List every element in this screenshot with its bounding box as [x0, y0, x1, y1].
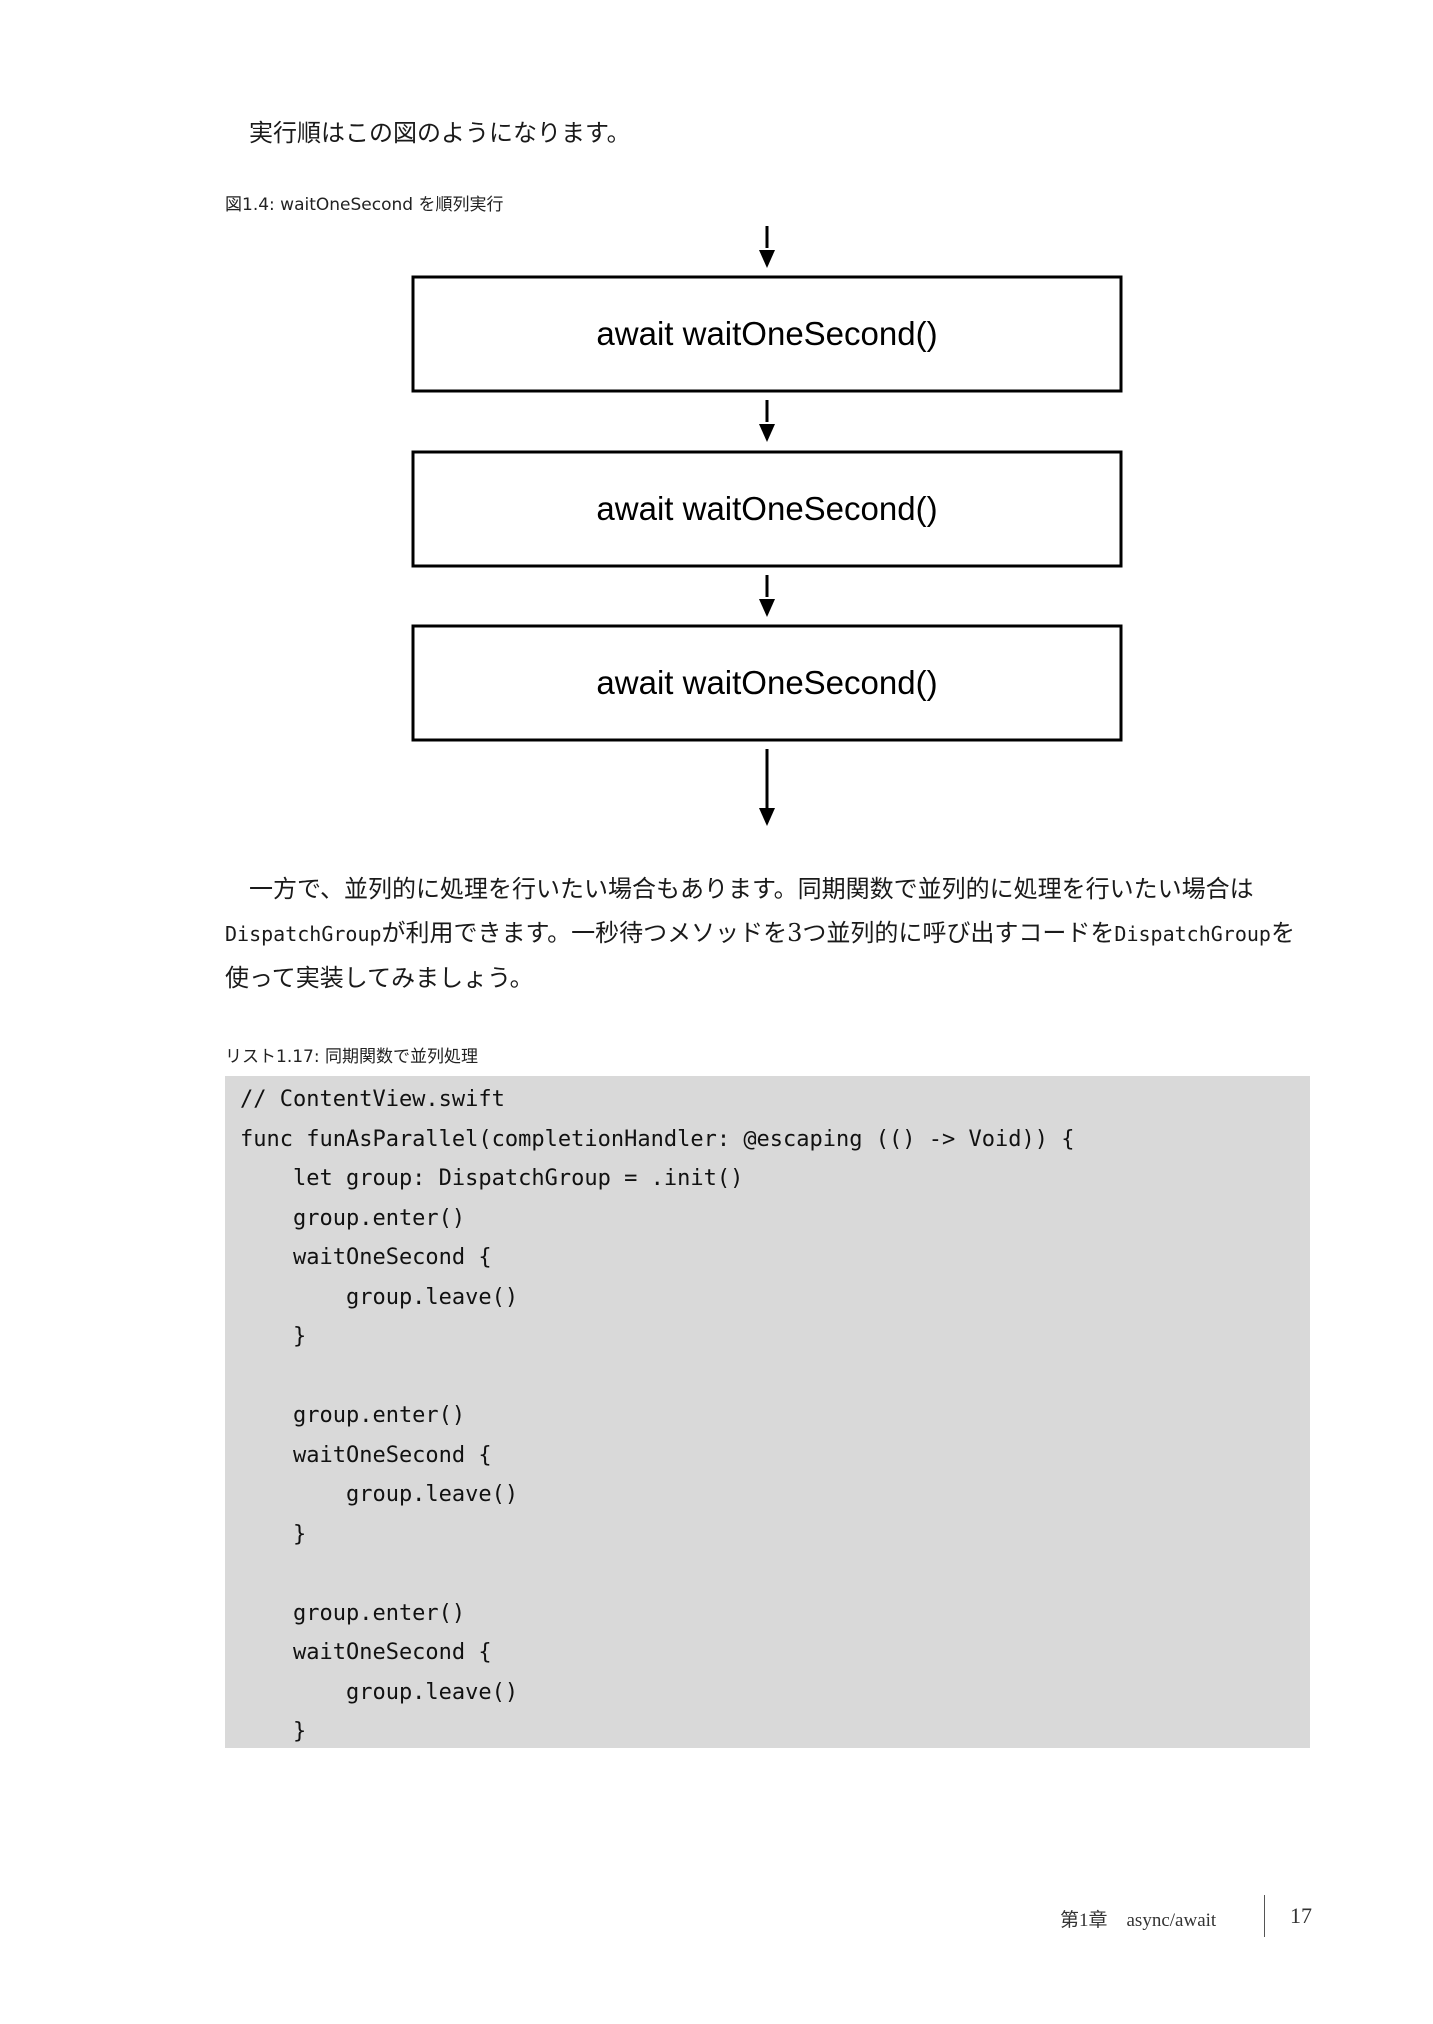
body-text-3: を使って実装してみましょう。	[225, 919, 1295, 992]
arrow-2-3	[759, 575, 775, 617]
code-line: group.leave()	[240, 1284, 519, 1310]
arrow-in	[759, 226, 775, 268]
body-text-1: 一方で、並列的に処理を行いたい場合もあります。同期関数で並列的に処理を行いたい場…	[249, 875, 1254, 903]
code-line: group.enter()	[240, 1600, 466, 1626]
code-line	[240, 1357, 1310, 1397]
code-line: // ContentView.swift	[240, 1087, 505, 1112]
code-line	[240, 1554, 1310, 1594]
flow-step-label: await waitOneSecond()	[596, 315, 937, 352]
intro-paragraph: 実行順はこの図のようになります。	[249, 119, 631, 147]
arrow-1-2	[759, 400, 775, 442]
code-line: }	[240, 1324, 307, 1349]
code-line: group.enter()	[240, 1205, 466, 1231]
flow-step-label: await waitOneSecond()	[596, 490, 937, 527]
flow-step-2: await waitOneSecond()	[411, 450, 1123, 568]
code-line: group.enter()	[240, 1403, 466, 1428]
code-line: group.leave()	[240, 1679, 519, 1705]
arrow-out	[759, 749, 775, 826]
body-text-2: が利用できます。一秒待つメソッドを3つ並列的に呼び出すコードを	[381, 919, 1115, 947]
footer-divider	[1264, 1895, 1265, 1937]
flow-step-1: await waitOneSecond()	[411, 275, 1123, 393]
code-line: waitOneSecond {	[240, 1442, 492, 1468]
code-block: // ContentView.swift func funAsParallel(…	[225, 1076, 1310, 1748]
flow-diagram: await waitOneSecond() await waitOneSecon…	[411, 226, 1123, 826]
code-line: group.leave()	[240, 1482, 519, 1507]
code-line: waitOneSecond {	[240, 1640, 492, 1665]
footer-chapter-title: 第1章 async/await	[1060, 1910, 1217, 1931]
code-line: let group: DispatchGroup = .init()	[240, 1166, 744, 1191]
page-number: 17	[1290, 1903, 1312, 1928]
body-paragraph: 一方で、並列的に処理を行いたい場合もあります。同期関数で並列的に処理を行いたい場…	[225, 867, 1310, 1000]
figure-caption: 図1.4: waitOneSecond を順列実行	[225, 195, 504, 215]
code-line: }	[240, 1521, 307, 1547]
inline-code-dispatchgroup: DispatchGroup	[225, 922, 382, 946]
code-line: func funAsParallel(completionHandler: @e…	[240, 1126, 1075, 1152]
flow-step-label: await waitOneSecond()	[596, 664, 937, 701]
flow-step-3: await waitOneSecond()	[411, 624, 1123, 742]
inline-code-dispatchgroup: DispatchGroup	[1114, 922, 1271, 946]
listing-caption: リスト1.17: 同期関数で並列処理	[225, 1047, 478, 1067]
code-line: waitOneSecond {	[240, 1245, 492, 1270]
code-line: }	[240, 1719, 307, 1744]
